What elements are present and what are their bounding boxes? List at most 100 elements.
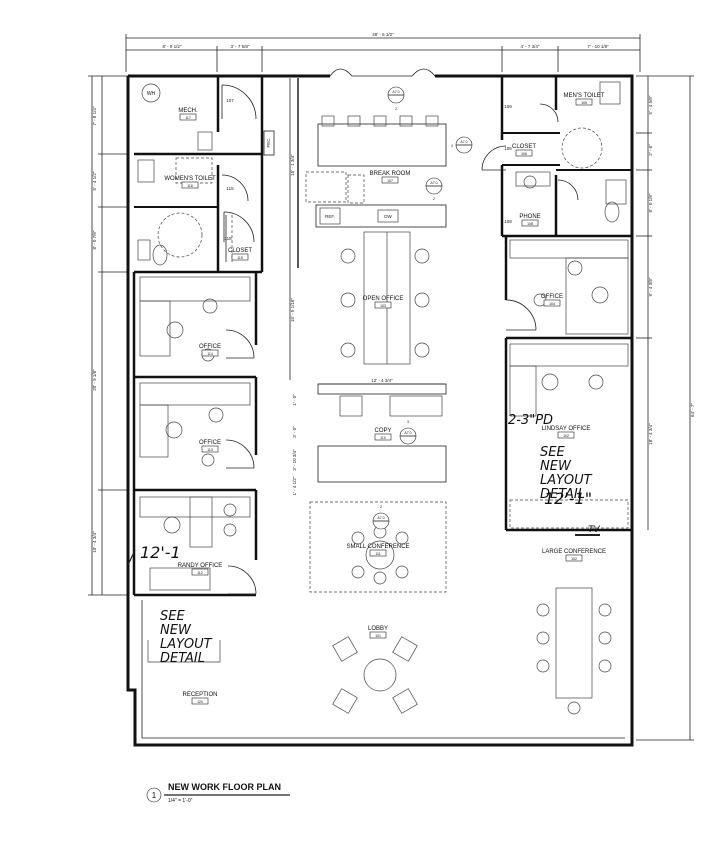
svg-text:WOMEN'S TOILET: WOMEN'S TOILET — [164, 176, 216, 182]
svg-text:111: 111 — [375, 552, 380, 556]
furniture: WH FEC — [137, 81, 629, 715]
section-tag-breakroom-right: A7.0 4 — [451, 136, 473, 154]
room-lindsay-office: LINDSAY OFFICE 102 — [542, 426, 591, 439]
svg-text:MECH.: MECH. — [178, 108, 198, 114]
water-heater-icon — [141, 83, 161, 103]
svg-text:CLOSET: CLOSET — [512, 144, 536, 150]
svg-text:SMALL CONFERENCE: SMALL CONFERENCE — [346, 544, 409, 550]
section-tag-copy: A7.0 3 — [399, 420, 417, 445]
dim-left-seg2: 5' - 4 1/2" — [92, 171, 97, 190]
title-block: 1 NEW WORK FLOOR PLAN 1/4" = 1'-0" — [146, 782, 290, 804]
room-mens-toilet: MEN'S TOILET 105 — [564, 93, 605, 106]
section-tag-breakroom-top: A7.0 2 — [387, 86, 405, 111]
svg-text:OPEN OFFICE: OPEN OFFICE — [363, 296, 404, 302]
svg-text:114: 114 — [207, 352, 213, 356]
dishwasher-label: DW — [384, 214, 392, 219]
svg-text:1' - 4 1/2": 1' - 4 1/2" — [292, 476, 297, 495]
room-break-room: BREAK ROOM 107 — [370, 171, 411, 184]
svg-text:OFFICE: OFFICE — [199, 440, 221, 446]
svg-text:4: 4 — [451, 144, 453, 148]
dim-right-seg2: 8' - 0 1/8" — [648, 193, 653, 212]
svg-text:1' - 0": 1' - 0" — [292, 394, 297, 406]
section-tag-breakroom-mid: A7.0 2 — [425, 177, 443, 201]
svg-text:120: 120 — [197, 700, 203, 704]
room-open-office: OPEN OFFICE 103 — [363, 296, 404, 309]
dim-left-seg3: 8' - 0 7/8" — [92, 230, 97, 249]
svg-text:107: 107 — [226, 98, 234, 103]
svg-text:106: 106 — [521, 152, 527, 156]
svg-text:109: 109 — [504, 104, 512, 109]
svg-text:108: 108 — [504, 219, 512, 224]
hand-left-note-4: DETAIL — [160, 651, 205, 666]
room-lobby: LOBBY 101 — [368, 626, 388, 639]
svg-text:RANDY OFFICE: RANDY OFFICE — [178, 563, 223, 569]
section-tags: A7.0 2 A7.0 4 A7.0 2 A7.0 3 A7.0 2 — [372, 86, 473, 530]
svg-text:117: 117 — [185, 116, 191, 120]
dim-mid-width: 12' - 4 3/4" — [371, 378, 393, 383]
title-number-circle — [146, 787, 162, 803]
handwritten-notes: 12'-1 SEE NEW LAYOUT DETAIL 2-3"PD SEE N… — [127, 413, 593, 666]
svg-text:OFFICE: OFFICE — [199, 344, 221, 350]
room-office-114: OFFICE 114 — [199, 344, 221, 357]
title-text: NEW WORK FLOOR PLAN — [168, 782, 281, 792]
svg-text:101: 101 — [375, 634, 381, 638]
hand-left-note-3: LAYOUT — [160, 637, 213, 652]
svg-text:3' - 0": 3' - 0" — [292, 426, 297, 438]
svg-text:103: 103 — [380, 304, 386, 308]
exterior-walls — [126, 68, 634, 747]
door-tags: 107 115 118 109 106 108 — [224, 98, 512, 241]
svg-text:118: 118 — [224, 236, 232, 241]
room-copy: COPY 110 — [374, 428, 392, 441]
svg-text:102: 102 — [571, 557, 577, 561]
svg-text:110: 110 — [380, 436, 386, 440]
dim-left-seg5: 10' - 4 3/4" — [92, 531, 97, 553]
svg-text:LARGE CONFERENCE: LARGE CONFERENCE — [542, 549, 606, 555]
tv-label: TV — [588, 525, 600, 535]
dim-right-seg4: 9' - 4 3/8" — [648, 277, 653, 296]
hand-left-dim: 12'-1 — [140, 543, 181, 562]
svg-text:COPY: COPY — [374, 428, 391, 434]
svg-text:A7.0: A7.0 — [404, 431, 411, 435]
svg-text:RECEPTION: RECEPTION — [182, 692, 217, 698]
dim-top-seg2: 3' - 7 5/8" — [231, 44, 250, 49]
title-scale: 1/4" = 1'-0" — [168, 798, 193, 804]
dim-mid-seg1: 15' - 1 3/4" — [290, 154, 295, 176]
svg-text:105: 105 — [581, 101, 587, 105]
room-large-conference: LARGE CONFERENCE 102 — [542, 549, 606, 562]
svg-text:LOBBY: LOBBY — [368, 626, 388, 632]
svg-text:BREAK ROOM: BREAK ROOM — [370, 171, 411, 177]
section-tag-small-conference: A7.0 2 — [372, 505, 390, 530]
hand-left-note-2: NEW — [160, 623, 192, 638]
room-reception: RECEPTION 120 — [182, 692, 218, 705]
svg-text:102: 102 — [563, 434, 569, 438]
hand-right-dim: 12'-1" — [544, 489, 592, 508]
svg-text:107: 107 — [387, 179, 393, 183]
hand-right-note-4: DETAIL — [540, 487, 585, 502]
svg-text:2: 2 — [380, 505, 382, 509]
hand-right-note-3: LAYOUT — [540, 473, 593, 488]
hand-left-note-1: SEE — [160, 609, 185, 624]
dim-right-total: 64' - 7" — [690, 403, 695, 417]
water-heater-label: WH — [147, 91, 156, 97]
svg-text:2' - 6": 2' - 6" — [648, 144, 653, 156]
svg-text:A7.0: A7.0 — [460, 140, 467, 144]
svg-text:104: 104 — [549, 302, 555, 306]
hand-right-note-2: NEW — [540, 459, 572, 474]
svg-text:3' - 10 3/4": 3' - 10 3/4" — [292, 449, 297, 471]
dim-top-seg4: 7' - 10 1/8" — [587, 44, 609, 49]
dim-left-seg4: 20' - 9 1/8" — [92, 369, 97, 391]
svg-text:PHONE: PHONE — [519, 214, 540, 220]
svg-text:2: 2 — [395, 107, 397, 111]
room-small-conference: SMALL CONFERENCE 111 — [346, 544, 410, 557]
svg-text:A7.0: A7.0 — [377, 516, 384, 520]
dim-left-seg1: 7' - 8 1/4" — [92, 106, 97, 125]
dim-top-seg1: 8' - 9 1/2" — [163, 44, 182, 49]
interior-walls — [132, 76, 632, 597]
svg-text:MEN'S TOILET: MEN'S TOILET — [564, 93, 605, 99]
svg-text:LINDSAY OFFICE: LINDSAY OFFICE — [542, 426, 591, 432]
